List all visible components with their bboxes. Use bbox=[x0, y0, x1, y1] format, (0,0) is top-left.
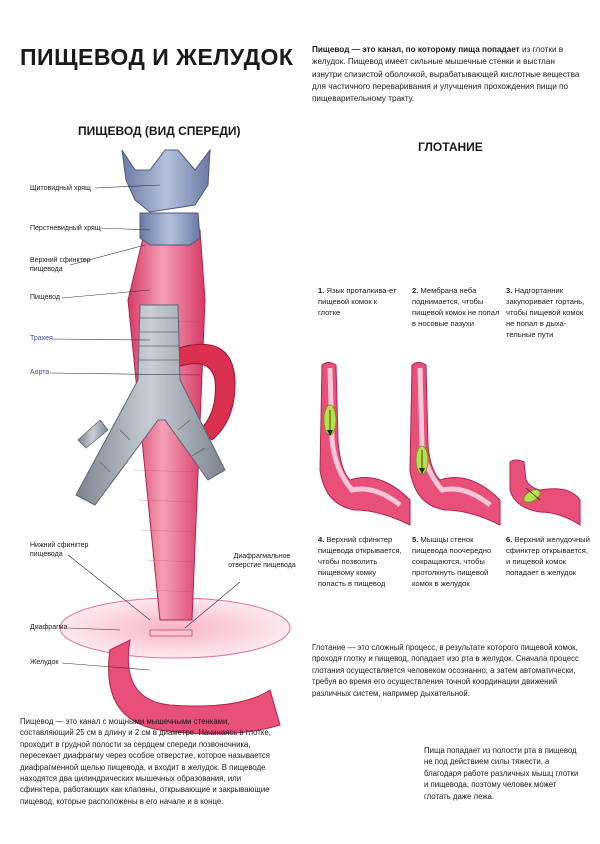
label-upper-sphincter: Верхний сфинктер пищевода bbox=[30, 257, 91, 273]
step-1: 1. Язык проталкива-ет пищевой комок к гл… bbox=[318, 286, 397, 317]
label-esophagus: Пищевод bbox=[30, 294, 60, 301]
label-cricoid: Перстневидный хрящ bbox=[30, 225, 101, 232]
step-4: 4. Верхний сфинктер пищевода открывается… bbox=[318, 535, 402, 588]
swallow-stage-2 bbox=[409, 362, 501, 526]
esophagus-description: Пищевод — это канал с мощными мышечными … bbox=[20, 717, 271, 806]
right-heading: ГЛОТАНИЕ bbox=[418, 140, 483, 154]
label-thyroid: Щитовидный хрящ bbox=[30, 185, 91, 192]
intro-text: Пищевод — это канал, по которому пища по… bbox=[312, 44, 584, 105]
step-3: 3. Надгортанник закупоривает гортань, чт… bbox=[506, 286, 585, 339]
swallow-stage-1 bbox=[319, 362, 411, 526]
label-diaphragm: Диафрагма bbox=[30, 624, 68, 631]
intro-rest: из глотки в желудок. Пищевод имеет сильн… bbox=[312, 45, 580, 104]
swallow-description: Глотание — это сложный процесс, в резуль… bbox=[312, 643, 579, 698]
label-lower-sphincter: Нижний сфинктер пищевода bbox=[30, 542, 89, 558]
gravity-note: Пища попадает из полости рта в пищевод н… bbox=[424, 746, 579, 801]
step-2: 2. Мембрана неба поднимается, чтобы пище… bbox=[412, 286, 500, 328]
trachea bbox=[75, 304, 226, 506]
label-trachea: Трахея bbox=[30, 335, 53, 342]
label-aorta: Аорта bbox=[30, 369, 50, 376]
label-stomach: Желудок bbox=[30, 659, 59, 666]
cricoid-cartilage bbox=[139, 212, 201, 246]
step-6: 6. Верхний желудочный сфинктер открывает… bbox=[506, 535, 590, 577]
label-hiatus: Диафрагмальное отверстие пищевода bbox=[228, 553, 296, 569]
thyroid-cartilage bbox=[121, 148, 211, 213]
intro-lead: Пищевод — это канал, по которому пища по… bbox=[312, 45, 520, 54]
swallow-stage-3 bbox=[509, 459, 581, 526]
left-heading: ПИЩЕВОД (ВИД СПЕРЕДИ) bbox=[78, 124, 241, 138]
aorta bbox=[171, 343, 236, 441]
stomach bbox=[108, 639, 281, 735]
step-5: 5. Мышцы стенок пищевода поочередно сокр… bbox=[412, 535, 492, 588]
page-title: ПИЩЕВОД И ЖЕЛУДОК bbox=[20, 44, 294, 70]
